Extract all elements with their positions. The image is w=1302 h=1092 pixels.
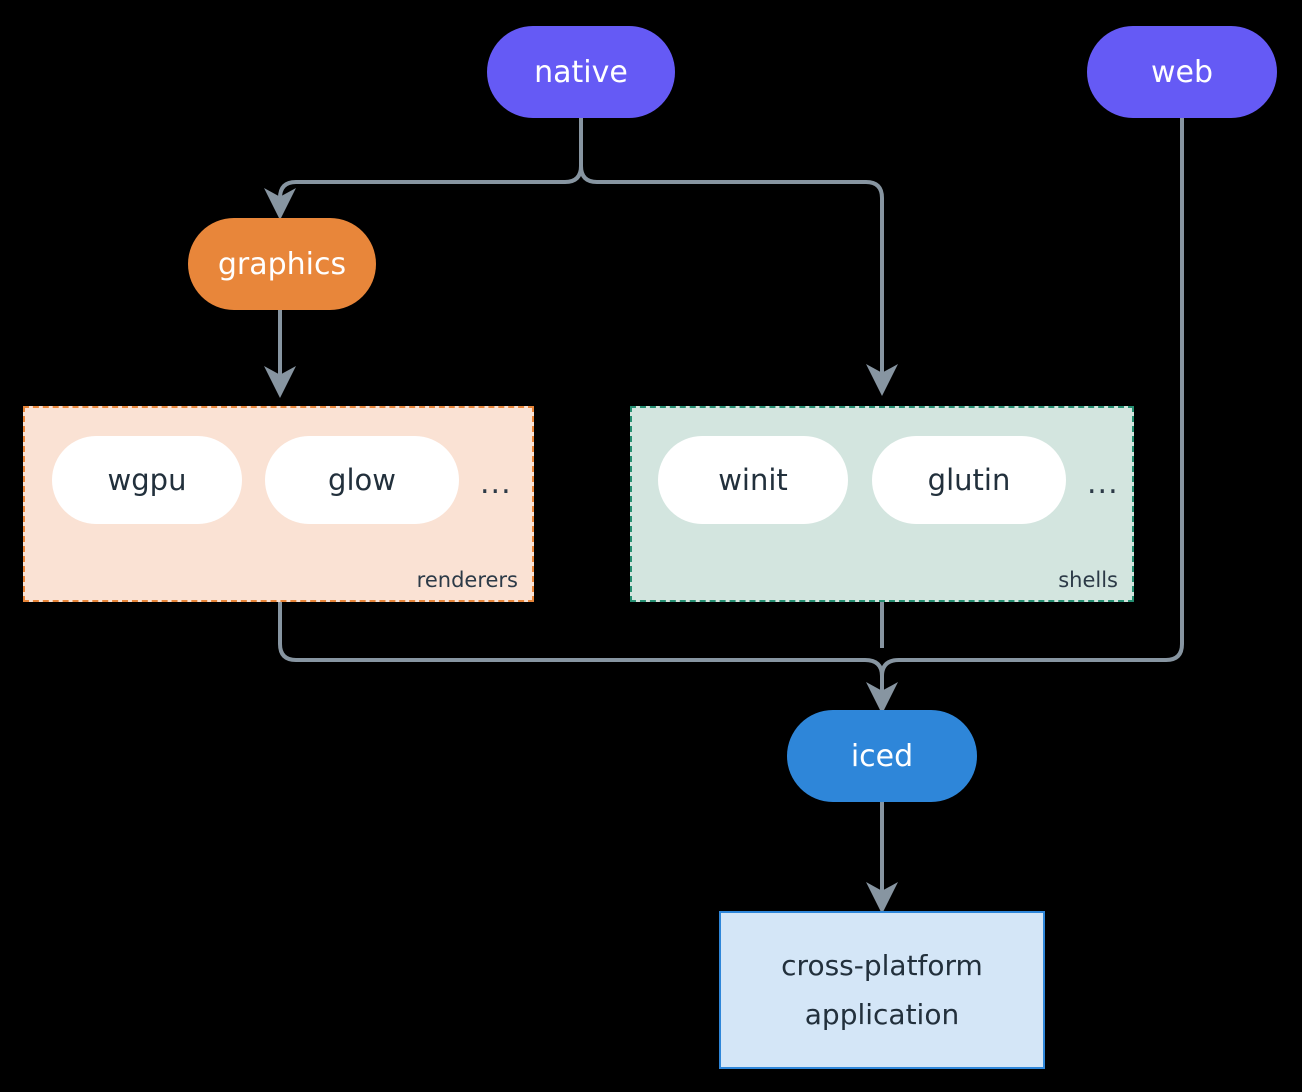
- shells-overflow-ellipsis: ...: [1087, 466, 1119, 501]
- application-label-line2: application: [804, 998, 960, 1031]
- edge-native-to-shells: [597, 180, 898, 396]
- node-graphics-label: graphics: [217, 246, 347, 282]
- node-native[interactable]: native: [487, 26, 675, 118]
- group-shells-label: shells: [1058, 568, 1118, 592]
- node-iced-label: iced: [850, 738, 914, 774]
- node-iced[interactable]: iced: [787, 710, 977, 802]
- node-web[interactable]: web: [1087, 26, 1277, 118]
- application-label-line1: cross-platform: [781, 949, 983, 982]
- group-renderers-label: renderers: [416, 568, 518, 592]
- leaf-winit-label: winit: [718, 463, 788, 497]
- node-graphics[interactable]: graphics: [188, 218, 376, 310]
- group-shells: winit glutin ... shells: [630, 406, 1134, 602]
- node-native-label: native: [534, 54, 628, 90]
- edge-renderers-to-iced: [278, 602, 865, 662]
- node-cross-platform-application[interactable]: cross-platform application: [719, 911, 1045, 1069]
- edge-native-to-graphics: [264, 180, 565, 220]
- edge-native-trunk: [564, 118, 583, 184]
- leaf-glutin[interactable]: glutin: [872, 436, 1066, 524]
- leaf-glow-label: glow: [328, 463, 396, 497]
- leaf-wgpu[interactable]: wgpu: [52, 436, 242, 524]
- renderers-overflow-ellipsis: ...: [480, 466, 512, 501]
- group-renderers: wgpu glow ... renderers: [23, 406, 534, 602]
- edge-web-to-iced: [899, 118, 1184, 662]
- node-web-label: web: [1150, 54, 1214, 90]
- leaf-glow[interactable]: glow: [265, 436, 459, 524]
- edge-native-trunk-right: [579, 165, 598, 184]
- edge-merge-right-corner: [880, 658, 900, 677]
- leaf-wgpu-label: wgpu: [107, 463, 187, 497]
- leaf-winit[interactable]: winit: [658, 436, 848, 524]
- leaf-glutin-label: glutin: [927, 463, 1011, 497]
- edge-merge-left-corner: [864, 658, 884, 690]
